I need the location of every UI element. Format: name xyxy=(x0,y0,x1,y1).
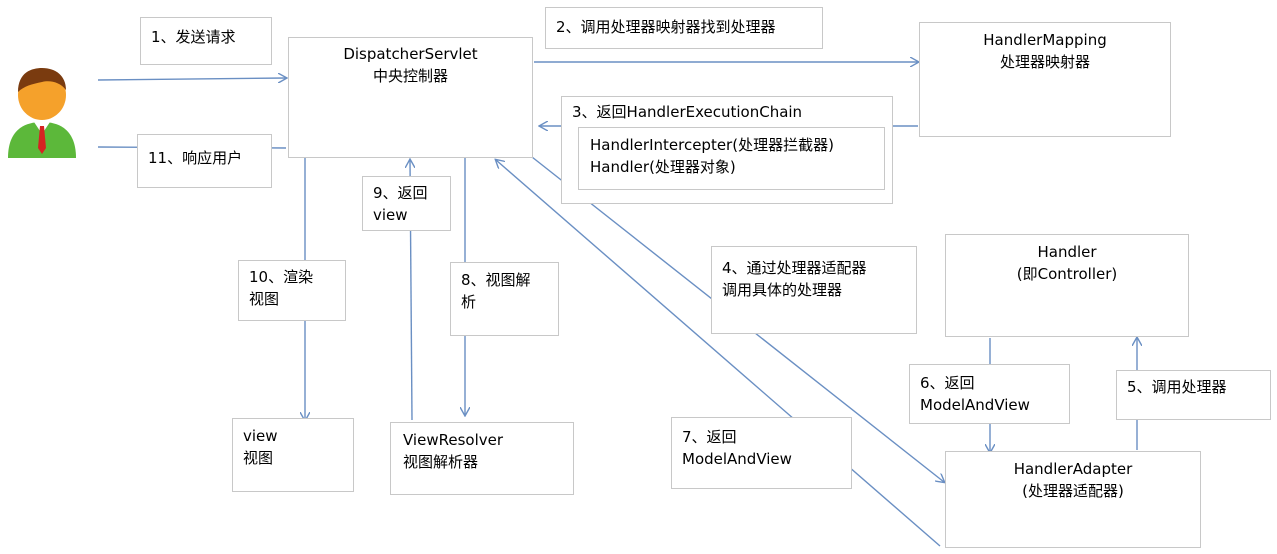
view-resolver-name: ViewResolver xyxy=(403,431,504,449)
user-avatar-icon xyxy=(8,68,76,158)
step-9-label-line2: view xyxy=(373,206,408,224)
step-4-label-line2: 调用具体的处理器 xyxy=(722,281,843,299)
step-1-box: 1、发送请求 xyxy=(140,17,272,65)
handler-mapping-name: HandlerMapping xyxy=(983,31,1107,49)
dispatcher-servlet-box: DispatcherServlet 中央控制器 xyxy=(288,37,533,158)
handler-mapping-box: HandlerMapping 处理器映射器 xyxy=(919,22,1171,137)
view-name: view xyxy=(243,427,278,445)
step-6-label-line2: ModelAndView xyxy=(920,396,1030,414)
step-1-label: 1、发送请求 xyxy=(151,28,236,46)
step-4-box: 4、通过处理器适配器 调用具体的处理器 xyxy=(711,246,917,334)
step-9-label-line1: 9、返回 xyxy=(373,184,428,202)
step-7-box: 7、返回 ModelAndView xyxy=(671,417,852,489)
handler-adapter-box: HandlerAdapter (处理器适配器) xyxy=(945,451,1201,548)
view-resolver-box: ViewResolver 视图解析器 xyxy=(390,422,574,495)
step-10-label-line1: 10、渲染 xyxy=(249,268,314,286)
step-6-label-line1: 6、返回 xyxy=(920,374,975,392)
step-7-label-line2: ModelAndView xyxy=(682,450,792,468)
handler-adapter-desc: (处理器适配器) xyxy=(1022,482,1124,500)
step-2-label: 2、调用处理器映射器找到处理器 xyxy=(556,18,776,36)
step-4-label-line1: 4、通过处理器适配器 xyxy=(722,259,867,277)
handler-box: Handler (即Controller) xyxy=(945,234,1189,337)
view-desc: 视图 xyxy=(243,449,274,467)
chain-handler-label: Handler(处理器对象) xyxy=(590,158,736,176)
arrow-7-return-mav xyxy=(496,160,941,547)
step-2-box: 2、调用处理器映射器找到处理器 xyxy=(545,7,823,49)
step-8-box: 8、视图解 析 xyxy=(450,262,559,336)
step-8-label-line1: 8、视图解 xyxy=(461,271,531,289)
handler-desc: (即Controller) xyxy=(1016,265,1118,283)
handler-adapter-name: HandlerAdapter xyxy=(1013,460,1133,478)
step-8-label-line2: 析 xyxy=(461,293,477,311)
step-11-box: 11、响应用户 xyxy=(137,134,272,188)
step-10-box: 10、渲染 视图 xyxy=(238,260,346,321)
handler-mapping-desc: 处理器映射器 xyxy=(999,53,1090,71)
step-6-box: 6、返回 ModelAndView xyxy=(909,364,1070,424)
dispatcher-servlet-name: DispatcherServlet xyxy=(343,45,478,63)
handler-name: Handler xyxy=(1037,243,1097,261)
handler-execution-chain-box: HandlerIntercepter(处理器拦截器) Handler(处理器对象… xyxy=(578,127,885,190)
step-3-label: 3、返回HandlerExecutionChain xyxy=(572,103,803,121)
dispatcher-servlet-desc: 中央控制器 xyxy=(372,67,448,85)
step-7-label-line1: 7、返回 xyxy=(682,428,737,446)
step-5-label: 5、调用处理器 xyxy=(1127,378,1227,396)
chain-interceptor-label: HandlerIntercepter(处理器拦截器) xyxy=(590,136,834,154)
step-5-box: 5、调用处理器 xyxy=(1116,370,1271,420)
step-10-label-line2: 视图 xyxy=(249,290,280,308)
arrow-1-send-request xyxy=(97,78,286,80)
step-9-box: 9、返回 view xyxy=(362,176,451,231)
step-11-label: 11、响应用户 xyxy=(148,149,243,167)
view-resolver-desc: 视图解析器 xyxy=(403,453,479,471)
view-box: view 视图 xyxy=(232,418,354,492)
